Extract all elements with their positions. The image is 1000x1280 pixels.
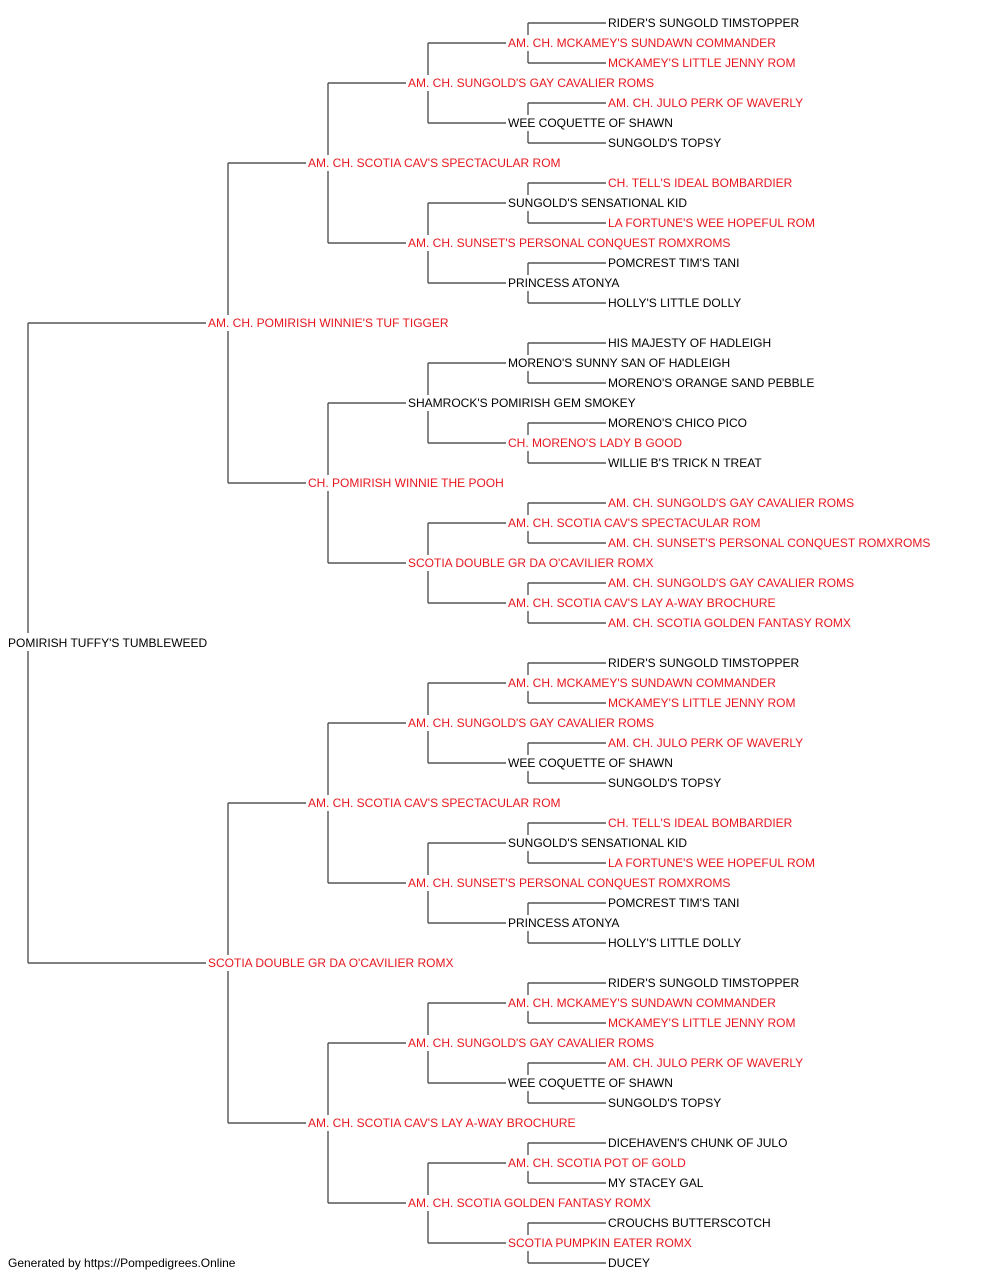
dam-name[interactable]: AM. CH. SUNSET'S PERSONAL CONQUEST ROMXR… bbox=[608, 536, 930, 550]
dam-name[interactable]: AM. CH. SCOTIA CAV'S LAY A-WAY BROCHURE bbox=[308, 1116, 575, 1130]
dam-name[interactable]: SUNGOLD'S TOPSY bbox=[608, 776, 721, 790]
sire-name[interactable]: DICEHAVEN'S CHUNK OF JULO bbox=[608, 1136, 787, 1150]
sire-name[interactable]: AM. CH. SUNGOLD'S GAY CAVALIER ROMS bbox=[408, 716, 654, 730]
dam-name[interactable]: SUNGOLD'S TOPSY bbox=[608, 136, 721, 150]
sire-name[interactable]: SHAMROCK'S POMIRISH GEM SMOKEY bbox=[408, 396, 636, 410]
sire-name[interactable]: CH. TELL'S IDEAL BOMBARDIER bbox=[608, 176, 793, 190]
dam-name[interactable]: LA FORTUNE'S WEE HOPEFUL ROM bbox=[608, 216, 815, 230]
sire-name[interactable]: CH. TELL'S IDEAL BOMBARDIER bbox=[608, 816, 793, 830]
dam-name[interactable]: HOLLY'S LITTLE DOLLY bbox=[608, 936, 741, 950]
dam-name[interactable]: AM. CH. SCOTIA GOLDEN FANTASY ROMX bbox=[608, 616, 851, 630]
dam-name[interactable]: WEE COQUETTE OF SHAWN bbox=[508, 756, 673, 770]
sire-name[interactable]: AM. CH. MCKAMEY'S SUNDAWN COMMANDER bbox=[508, 676, 776, 690]
dam-name[interactable]: MCKAMEY'S LITTLE JENNY ROM bbox=[608, 56, 795, 70]
sire-name[interactable]: AM. CH. SCOTIA POT OF GOLD bbox=[508, 1156, 686, 1170]
sire-name[interactable]: AM. CH. POMIRISH WINNIE'S TUF TIGGER bbox=[208, 316, 449, 330]
sire-name[interactable]: MORENO'S SUNNY SAN OF HADLEIGH bbox=[508, 356, 730, 370]
sire-name[interactable]: AM. CH. JULO PERK OF WAVERLY bbox=[608, 96, 803, 110]
dam-name[interactable]: MCKAMEY'S LITTLE JENNY ROM bbox=[608, 696, 795, 710]
dam-name[interactable]: MY STACEY GAL bbox=[608, 1176, 704, 1190]
dam-name[interactable]: AM. CH. SUNSET'S PERSONAL CONQUEST ROMXR… bbox=[408, 236, 730, 250]
dam-name[interactable]: WEE COQUETTE OF SHAWN bbox=[508, 116, 673, 130]
generated-by-footer: Generated by https://Pompedigrees.Online bbox=[8, 1256, 236, 1270]
dam-name[interactable]: PRINCESS ATONYA bbox=[508, 276, 619, 290]
dam-name[interactable]: DUCEY bbox=[608, 1256, 650, 1270]
dam-name[interactable]: SCOTIA DOUBLE GR DA O'CAVILIER ROMX bbox=[408, 556, 653, 570]
dam-name[interactable]: CH. POMIRISH WINNIE THE POOH bbox=[308, 476, 504, 490]
sire-name[interactable]: AM. CH. SUNGOLD'S GAY CAVALIER ROMS bbox=[408, 1036, 654, 1050]
dam-name[interactable]: SCOTIA PUMPKIN EATER ROMX bbox=[508, 1236, 692, 1250]
sire-name[interactable]: HIS MAJESTY OF HADLEIGH bbox=[608, 336, 771, 350]
dam-name[interactable]: AM. CH. SUNSET'S PERSONAL CONQUEST ROMXR… bbox=[408, 876, 730, 890]
sire-name[interactable]: RIDER'S SUNGOLD TIMSTOPPER bbox=[608, 16, 800, 30]
dam-name[interactable]: AM. CH. SCOTIA GOLDEN FANTASY ROMX bbox=[408, 1196, 651, 1210]
dam-name[interactable]: HOLLY'S LITTLE DOLLY bbox=[608, 296, 741, 310]
sire-name[interactable]: CROUCHS BUTTERSCOTCH bbox=[608, 1216, 771, 1230]
sire-name[interactable]: AM. CH. MCKAMEY'S SUNDAWN COMMANDER bbox=[508, 996, 776, 1010]
sire-name[interactable]: AM. CH. JULO PERK OF WAVERLY bbox=[608, 1056, 803, 1070]
subject-name[interactable]: POMIRISH TUFFY'S TUMBLEWEED bbox=[8, 636, 208, 650]
dam-name[interactable]: WEE COQUETTE OF SHAWN bbox=[508, 1076, 673, 1090]
sire-name[interactable]: RIDER'S SUNGOLD TIMSTOPPER bbox=[608, 976, 800, 990]
sire-name[interactable]: RIDER'S SUNGOLD TIMSTOPPER bbox=[608, 656, 800, 670]
sire-name[interactable]: AM. CH. SCOTIA CAV'S SPECTACULAR ROM bbox=[308, 156, 561, 170]
sire-name[interactable]: AM. CH. SCOTIA CAV'S SPECTACULAR ROM bbox=[308, 796, 561, 810]
dam-name[interactable]: SUNGOLD'S TOPSY bbox=[608, 1096, 721, 1110]
sire-name[interactable]: AM. CH. SUNGOLD'S GAY CAVALIER ROMS bbox=[408, 76, 654, 90]
sire-name[interactable]: AM. CH. SUNGOLD'S GAY CAVALIER ROMS bbox=[608, 576, 854, 590]
dam-name[interactable]: SCOTIA DOUBLE GR DA O'CAVILIER ROMX bbox=[208, 956, 453, 970]
dam-name[interactable]: AM. CH. SCOTIA CAV'S LAY A-WAY BROCHURE bbox=[508, 596, 775, 610]
sire-name[interactable]: AM. CH. SUNGOLD'S GAY CAVALIER ROMS bbox=[608, 496, 854, 510]
sire-name[interactable]: SUNGOLD'S SENSATIONAL KID bbox=[508, 196, 687, 210]
dam-name[interactable]: LA FORTUNE'S WEE HOPEFUL ROM bbox=[608, 856, 815, 870]
dam-name[interactable]: PRINCESS ATONYA bbox=[508, 916, 619, 930]
sire-name[interactable]: AM. CH. SCOTIA CAV'S SPECTACULAR ROM bbox=[508, 516, 761, 530]
sire-name[interactable]: AM. CH. MCKAMEY'S SUNDAWN COMMANDER bbox=[508, 36, 776, 50]
dam-name[interactable]: MORENO'S ORANGE SAND PEBBLE bbox=[608, 376, 814, 390]
sire-name[interactable]: POMCREST TIM'S TANI bbox=[608, 896, 739, 910]
dam-name[interactable]: MCKAMEY'S LITTLE JENNY ROM bbox=[608, 1016, 795, 1030]
dam-name[interactable]: CH. MORENO'S LADY B GOOD bbox=[508, 436, 682, 450]
dam-name[interactable]: WILLIE B'S TRICK N TREAT bbox=[608, 456, 762, 470]
sire-name[interactable]: SUNGOLD'S SENSATIONAL KID bbox=[508, 836, 687, 850]
sire-name[interactable]: POMCREST TIM'S TANI bbox=[608, 256, 739, 270]
sire-name[interactable]: MORENO'S CHICO PICO bbox=[608, 416, 747, 430]
sire-name[interactable]: AM. CH. JULO PERK OF WAVERLY bbox=[608, 736, 803, 750]
